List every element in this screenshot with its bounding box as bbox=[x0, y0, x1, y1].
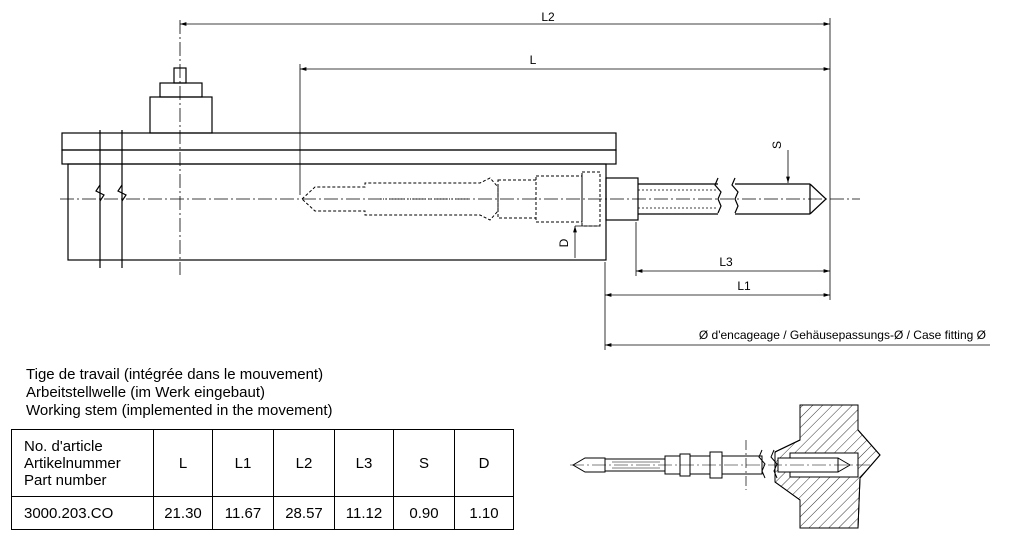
header-L: L bbox=[153, 429, 213, 497]
caption: Tige de travail (intégrée dans le mouvem… bbox=[26, 366, 333, 420]
table-header-row: No. d'article Artikelnummer Part number … bbox=[11, 429, 514, 497]
caption-de: Arbeitstellwelle (im Werk eingebaut) bbox=[26, 384, 265, 401]
header-part-fr: No. d'article bbox=[24, 437, 103, 455]
case-detail bbox=[570, 404, 881, 529]
movement-body bbox=[61, 67, 617, 268]
stem-protruding bbox=[605, 177, 827, 221]
header-part-en: Part number bbox=[24, 471, 107, 489]
dim-S: S bbox=[770, 141, 790, 183]
dim-L3-label: L3 bbox=[719, 255, 733, 269]
header-S: S bbox=[393, 429, 455, 497]
caption-en: Working stem (implemented in the movemen… bbox=[26, 402, 333, 419]
header-L1: L1 bbox=[212, 429, 274, 497]
header-L3: L3 bbox=[334, 429, 394, 497]
dim-L1: L1 bbox=[605, 279, 830, 297]
header-part-number: No. d'article Artikelnummer Part number bbox=[11, 429, 154, 497]
header-D: D bbox=[454, 429, 514, 497]
cell-part-number: 3000.203.CO bbox=[11, 496, 154, 530]
dim-D: D bbox=[557, 225, 600, 258]
cell-L2: 28.57 bbox=[273, 496, 335, 530]
table-row: 3000.203.CO 21.30 11.67 28.57 11.12 0.90… bbox=[11, 496, 514, 530]
cell-L: 21.30 bbox=[153, 496, 213, 530]
dim-L1-label: L1 bbox=[737, 279, 751, 293]
dim-L2: L2 bbox=[180, 10, 830, 26]
header-part-de: Artikelnummer bbox=[24, 454, 121, 472]
dim-L2-label: L2 bbox=[541, 10, 555, 24]
extension-lines bbox=[299, 18, 831, 350]
dim-S-label: S bbox=[770, 141, 784, 149]
cell-S: 0.90 bbox=[393, 496, 455, 530]
cell-L1: 11.67 bbox=[212, 496, 274, 530]
dim-case-fitting: Ø d'encageage / Gehäusepassungs-Ø / Case… bbox=[605, 328, 990, 347]
cell-D: 1.10 bbox=[454, 496, 514, 530]
dim-L: L bbox=[300, 53, 830, 71]
caption-fr: Tige de travail (intégrée dans le mouvem… bbox=[26, 366, 324, 383]
dim-L3: L3 bbox=[636, 255, 830, 273]
dim-D-label: D bbox=[557, 238, 571, 247]
dim-L-label: L bbox=[530, 53, 537, 67]
cell-L3: 11.12 bbox=[334, 496, 394, 530]
spec-table: No. d'article Artikelnummer Part number … bbox=[11, 429, 514, 530]
dim-case-fitting-label: Ø d'encageage / Gehäusepassungs-Ø / Case… bbox=[699, 328, 986, 342]
header-L2: L2 bbox=[273, 429, 335, 497]
